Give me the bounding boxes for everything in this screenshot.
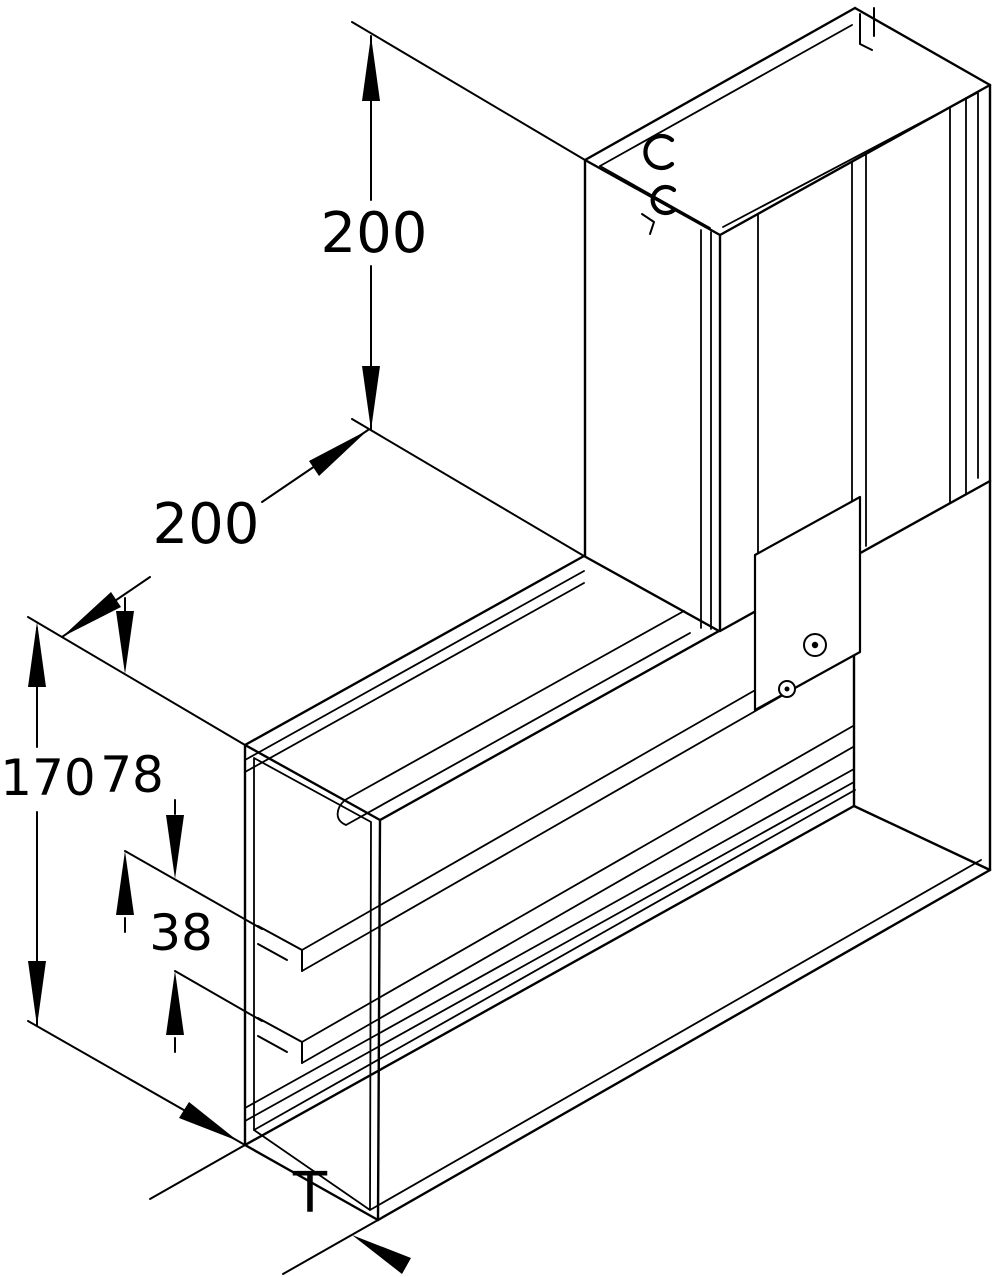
dim-arrow-downleft xyxy=(62,592,121,637)
dimension-label-T: T xyxy=(292,1161,328,1226)
dimension-depth-T: T xyxy=(149,1102,411,1275)
upper-rail-section xyxy=(257,925,303,972)
vertical-edges xyxy=(583,83,992,872)
cover-clip-curl-1 xyxy=(643,133,675,171)
top-hem-lines xyxy=(244,570,585,773)
dimension-label-vertical-200: 200 xyxy=(321,201,428,266)
extension-line xyxy=(351,21,586,161)
extension-line xyxy=(351,418,585,557)
screw-dot-icon xyxy=(811,641,819,649)
extension-line xyxy=(27,616,246,746)
top-face-edges xyxy=(243,554,721,822)
cover-clip-curl-2 xyxy=(650,184,677,216)
dim-arrow-up xyxy=(362,36,380,101)
dimension-label-78: 78 xyxy=(100,746,164,804)
vertical-duct xyxy=(583,6,992,872)
dim-arrow-down xyxy=(166,815,184,879)
bottom-lip-lines xyxy=(244,768,856,1131)
dimension-label-170: 170 xyxy=(0,749,95,807)
lower-rail-lines xyxy=(301,725,854,1064)
extension-line xyxy=(124,850,263,930)
end-face-outline xyxy=(243,743,382,1222)
screw-dot-icon xyxy=(784,686,790,692)
horizontal-duct xyxy=(243,554,992,1222)
bottom-edges xyxy=(243,804,992,1222)
right-face-grooves xyxy=(757,92,979,611)
clip-hook xyxy=(641,213,655,235)
dimension-horizontal-200: 200 xyxy=(27,429,369,746)
lower-rail-section xyxy=(257,1017,303,1064)
dim-arrow-upleft xyxy=(352,1235,411,1274)
bottom-inner-edge xyxy=(369,859,982,1211)
extension-line xyxy=(174,970,263,1022)
dim-arrow-up xyxy=(28,622,46,687)
end-face-inner xyxy=(253,757,372,1211)
dim-arrow-down xyxy=(28,961,46,1026)
dim-arrow-up xyxy=(116,851,134,915)
connector-plate xyxy=(753,495,862,712)
back-clip xyxy=(859,7,875,51)
dimension-upper-78: 78 xyxy=(100,597,263,933)
left-face-lips xyxy=(700,229,712,630)
dimension-label-38: 38 xyxy=(149,904,213,962)
dim-arrow-down xyxy=(362,366,380,430)
dim-arrow-down xyxy=(116,611,134,674)
corner-connector xyxy=(753,495,862,712)
dim-arrow-up xyxy=(166,971,184,1035)
dimension-lower-38: 38 xyxy=(149,799,263,1053)
top-opening-outline xyxy=(583,6,992,237)
extension-line xyxy=(282,1219,379,1275)
dimension-vertical-200: 200 xyxy=(321,21,586,557)
dimension-label-horizontal-200: 200 xyxy=(153,492,260,557)
dim-arrow-upright xyxy=(309,430,368,476)
extension-line xyxy=(149,1144,246,1200)
dim-arrow-downright xyxy=(179,1102,238,1141)
cover-step xyxy=(336,610,691,826)
